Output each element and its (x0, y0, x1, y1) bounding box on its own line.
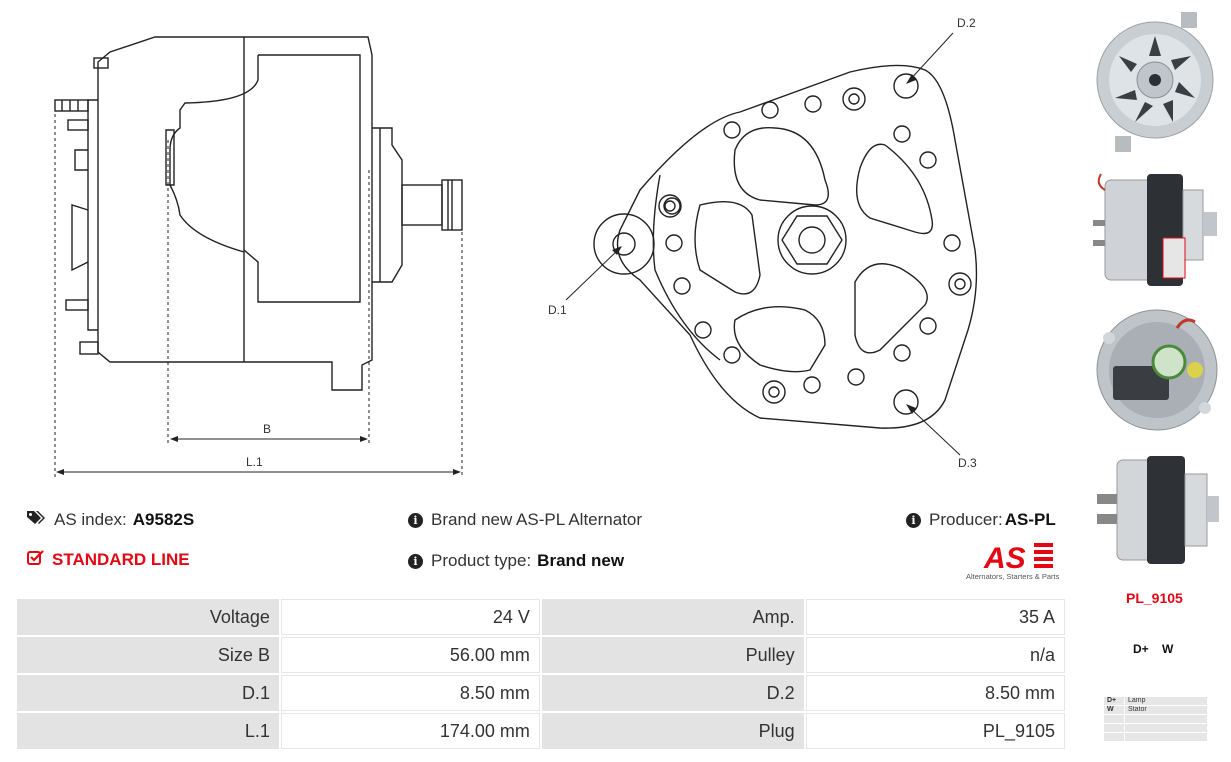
product-type-label: Product type: (431, 551, 532, 570)
spec-value: 35 A (805, 599, 1065, 635)
spec-value: 8.50 mm (280, 675, 540, 711)
checkbox-checked-icon (27, 550, 44, 570)
table-row: L.1 174.00 mm Plug PL_9105 (17, 713, 1065, 749)
spec-value: n/a (805, 637, 1065, 673)
spec-label: L.1 (17, 713, 279, 749)
product-photo-rear[interactable] (1087, 298, 1223, 446)
description-text: Brand new AS-PL Alternator (431, 510, 643, 529)
spec-label: D.2 (541, 675, 804, 711)
spec-label: D.1 (17, 675, 279, 711)
as-index-row: AS index: A9582S (27, 510, 194, 530)
standard-line-row: STANDARD LINE (27, 550, 190, 570)
plug-terminals: D+ W (1133, 642, 1174, 656)
product-type-row: i Product type: Brand new (408, 551, 624, 571)
logo-text: AS (983, 542, 1026, 575)
as-index-value: A9582S (132, 510, 195, 529)
product-photo-front[interactable] (1087, 6, 1223, 162)
legend-key (1104, 724, 1124, 732)
dimension-d2-label: D.2 (957, 16, 976, 30)
as-pl-logo: AS (983, 542, 1053, 575)
spec-label: Plug (541, 713, 804, 749)
table-row: D+Lamp (1104, 697, 1207, 705)
info-circle-icon: i (906, 512, 921, 528)
legend-key: W (1104, 706, 1124, 714)
legend-desc (1125, 733, 1207, 741)
legend-desc: Lamp (1125, 697, 1207, 705)
producer-label: Producer: (929, 510, 1003, 529)
producer-row: i Producer: AS-PL (906, 510, 1056, 530)
spec-label: Amp. (541, 599, 804, 635)
logo-tagline: Alternators, Starters & Parts (966, 572, 1060, 581)
table-row: D.1 8.50 mm D.2 8.50 mm (17, 675, 1065, 711)
spec-value: 8.50 mm (805, 675, 1065, 711)
legend-key (1104, 715, 1124, 723)
table-row (1104, 715, 1207, 723)
dimension-l1-label: L.1 (246, 455, 263, 469)
product-photo-side-2[interactable] (1087, 450, 1223, 572)
specs-table: Voltage 24 V Amp. 35 A Size B 56.00 mm P… (15, 597, 1067, 751)
technical-drawing: B L.1 (54, 16, 978, 478)
spec-value: 56.00 mm (280, 637, 540, 673)
product-type-value: Brand new (537, 551, 625, 570)
table-row: Size B 56.00 mm Pulley n/a (17, 637, 1065, 673)
table-row (1104, 724, 1207, 732)
dimension-d3-label: D.3 (958, 456, 977, 470)
legend-key: D+ (1104, 697, 1124, 705)
spec-label: Pulley (541, 637, 804, 673)
tags-icon (27, 510, 46, 530)
dimension-b-label: B (263, 422, 271, 436)
legend-desc: Stator (1125, 706, 1207, 714)
dimension-d1-label: D.1 (548, 303, 567, 317)
spec-value: PL_9105 (805, 713, 1065, 749)
product-photo-side[interactable] (1087, 160, 1223, 295)
description-row: i Brand new AS-PL Alternator (408, 510, 642, 530)
spec-value: 174.00 mm (280, 713, 540, 749)
standard-line-label: STANDARD LINE (52, 550, 190, 569)
spec-value: 24 V (280, 599, 540, 635)
spec-label: Voltage (17, 599, 279, 635)
table-row (1104, 733, 1207, 741)
producer-value: AS-PL (1004, 510, 1056, 529)
plug-id: PL_9105 (1126, 590, 1183, 606)
table-row: Voltage 24 V Amp. 35 A (17, 599, 1065, 635)
as-index-label: AS index: (54, 510, 127, 529)
spec-label: Size B (17, 637, 279, 673)
info-circle-icon: i (408, 553, 423, 569)
info-circle-icon: i (408, 512, 423, 528)
legend-key (1104, 733, 1124, 741)
legend-desc (1125, 724, 1207, 732)
legend-desc (1125, 715, 1207, 723)
